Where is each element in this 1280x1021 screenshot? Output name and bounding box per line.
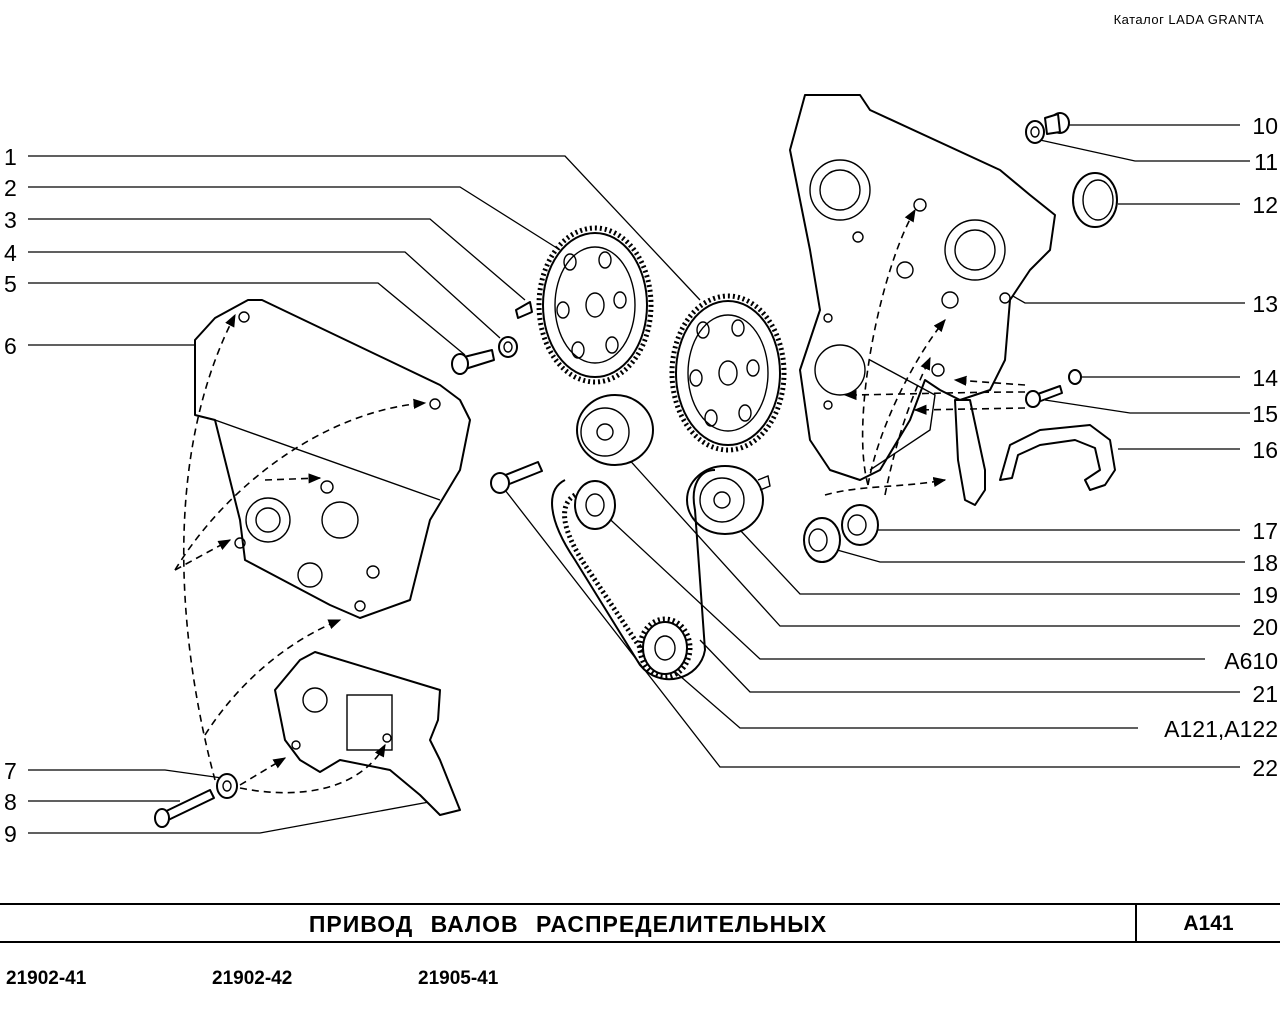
callout-2: 2 [4,175,17,201]
callout-11: 11 [1254,149,1278,175]
tension-roller [576,394,654,466]
bushing-17 [841,504,879,546]
callout-6: 6 [4,333,17,359]
diagram-code: A141 [1183,912,1234,935]
callout-1: 1 [4,144,17,170]
callout-13: 13 [1252,291,1278,317]
catalog-header: Каталог LADA GRANTA [1113,12,1264,27]
bolt-5 [451,349,495,375]
idler-roller [686,465,771,535]
bolt-15 [1025,385,1063,408]
callout-3: 3 [4,207,17,233]
callout-18: 18 [1252,550,1278,576]
callout-4: 4 [4,240,17,266]
camshaft-pulley-right [669,293,787,453]
bolt-22 [490,461,543,494]
callout-20: 20 [1252,614,1278,640]
bushing-18 [803,517,841,563]
grommet-11 [1025,120,1045,144]
callout-19: 19 [1252,582,1278,608]
callout-a610: A610 [1224,648,1278,674]
gasket-16 [999,424,1116,491]
callout-5: 5 [4,271,17,297]
callout-a121-a122: A121,A122 [1164,716,1278,742]
washer-4 [498,336,518,358]
plug-10 [1044,112,1070,135]
key-3 [515,301,533,319]
callout-22: 22 [1252,755,1278,781]
page-title: ПРИВОД ВАЛОВ РАСПРЕДЕЛИТЕЛЬНЫХ [308,911,828,937]
seal-12 [1072,172,1118,228]
callout-16: 16 [1252,437,1278,463]
title-divider [1135,905,1137,941]
callout-8: 8 [4,789,17,815]
callout-14: 14 [1252,365,1278,391]
callout-12: 12 [1252,192,1278,218]
timing-belt [551,469,716,681]
left-leader-lines [28,155,701,834]
callout-7: 7 [4,758,17,784]
washer-14 [1068,369,1082,385]
bolt-8 [154,789,215,828]
model-code-2: 21902-42 [212,968,293,989]
callout-15: 15 [1252,401,1278,427]
lower-timing-cover [274,651,461,816]
parts-diagram: 1 2 3 4 5 6 7 8 9 10 11 12 13 14 15 16 1… [4,94,1278,847]
washer-7 [216,773,238,799]
rear-timing-cover [789,94,1056,481]
rear-cover-bracket [954,399,986,506]
callout-17: 17 [1252,518,1278,544]
upper-timing-cover [194,299,471,619]
callout-9: 9 [4,821,17,847]
model-code-1: 21902-41 [6,968,87,989]
assembly-dashed-lines [174,208,1026,794]
callout-10: 10 [1252,113,1278,139]
crankshaft-pulley [637,616,693,680]
callout-21: 21 [1252,681,1278,707]
right-callouts: 10 11 12 13 14 15 16 17 18 19 20 A610 21… [1164,113,1278,781]
model-code-3: 21905-41 [418,968,499,989]
title-bar: ПРИВОД ВАЛОВ РАСПРЕДЕЛИТЕЛЬНЫХ A141 [0,903,1280,943]
camshaft-pulley-left [536,225,654,385]
